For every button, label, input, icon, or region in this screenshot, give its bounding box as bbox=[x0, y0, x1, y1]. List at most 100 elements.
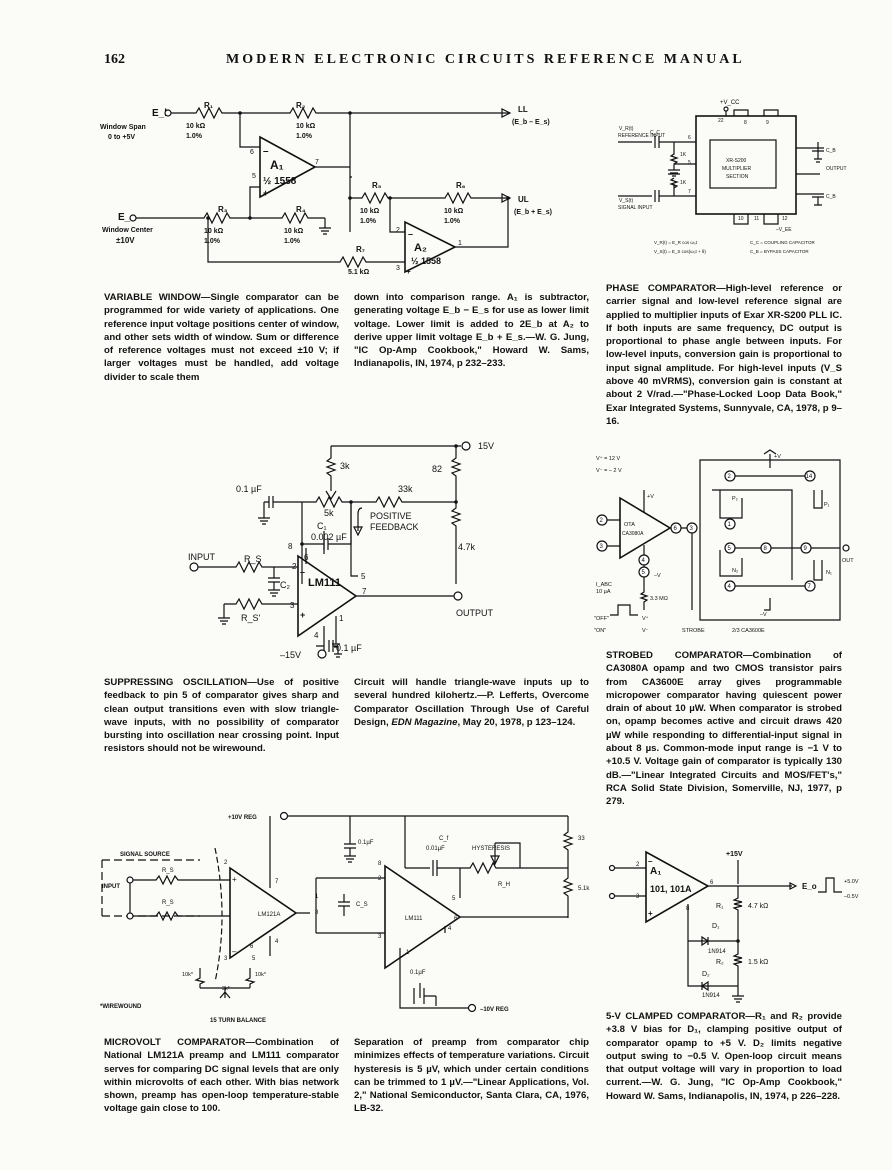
svg-text:I_ABC: I_ABC bbox=[596, 582, 612, 588]
running-title: MODERN ELECTRONIC CIRCUITS REFERENCE MAN… bbox=[226, 52, 745, 67]
svg-text:V_R(t): V_R(t) bbox=[619, 126, 634, 132]
svg-text:8: 8 bbox=[315, 910, 319, 916]
svg-text:+: + bbox=[263, 188, 268, 198]
clamped-comparator-body: —R₁ and R₂ provide +3.8 V bias for D₁, c… bbox=[606, 1011, 842, 1102]
svg-text:V_S(t): V_S(t) bbox=[619, 198, 634, 204]
svg-text:82: 82 bbox=[432, 464, 442, 474]
microvolt-comparator-schematic: +10V REG 33 5.1k 0.1µF C_f 0.01µF HYSTER… bbox=[100, 811, 590, 1024]
svg-text:10 kΩ: 10 kΩ bbox=[204, 228, 224, 235]
svg-text:2: 2 bbox=[224, 860, 228, 866]
svg-text:6: 6 bbox=[688, 135, 691, 141]
svg-text:2: 2 bbox=[728, 474, 732, 480]
svg-text:1.0%: 1.0% bbox=[284, 238, 301, 245]
svg-text:R_S: R_S bbox=[162, 868, 174, 874]
variable-window-body: —Single comparator can be programmed for… bbox=[104, 292, 339, 383]
svg-text:5: 5 bbox=[452, 896, 456, 902]
svg-text:10 kΩ: 10 kΩ bbox=[444, 208, 464, 215]
svg-text:2k*: 2k* bbox=[222, 986, 231, 992]
svg-text:C_S: C_S bbox=[356, 902, 368, 908]
svg-text:0.1µF: 0.1µF bbox=[410, 970, 426, 976]
svg-text:+5.0V: +5.0V bbox=[844, 879, 859, 885]
microvolt-comparator-body-cont: Separation of preamp from comparator chi… bbox=[354, 1037, 589, 1115]
svg-text:R₅: R₅ bbox=[372, 181, 382, 190]
svg-text:–10V REG: –10V REG bbox=[480, 1007, 509, 1013]
svg-text:5.1 kΩ: 5.1 kΩ bbox=[348, 269, 370, 276]
variable-window-title: VARIABLE WINDOW bbox=[104, 292, 201, 303]
svg-text:1K: 1K bbox=[680, 180, 687, 186]
svg-text:12: 12 bbox=[782, 216, 788, 222]
svg-text:5: 5 bbox=[252, 956, 256, 962]
svg-text:22: 22 bbox=[718, 118, 724, 124]
svg-text:1K: 1K bbox=[680, 152, 687, 158]
svg-text:V_S(t) = E_S cos(ω₀t + θ): V_S(t) = E_S cos(ω₀t + θ) bbox=[654, 249, 706, 254]
variable-window-schematic: E_b Window Span 0 to +5V R₁ R₂ 10 kΩ 1.0… bbox=[100, 101, 552, 276]
svg-text:R₂: R₂ bbox=[296, 101, 306, 110]
svg-text:10 kΩ: 10 kΩ bbox=[360, 208, 380, 215]
svg-text:3: 3 bbox=[224, 956, 228, 962]
svg-text:UL: UL bbox=[518, 195, 529, 204]
svg-text:V⁺ = 12 V: V⁺ = 12 V bbox=[596, 455, 620, 462]
svg-text:1.0%: 1.0% bbox=[444, 218, 461, 225]
svg-text:10k*: 10k* bbox=[255, 972, 267, 978]
svg-text:V⁻ = – 2 V: V⁻ = – 2 V bbox=[596, 468, 622, 474]
svg-text:±10V: ±10V bbox=[116, 236, 135, 245]
svg-text:A₁: A₁ bbox=[270, 158, 284, 172]
svg-text:LM111: LM111 bbox=[308, 577, 341, 589]
svg-text:3.3 MΩ: 3.3 MΩ bbox=[650, 596, 668, 602]
svg-text:3: 3 bbox=[636, 894, 640, 900]
svg-text:E_s: E_s bbox=[118, 212, 136, 223]
svg-text:101, 101A: 101, 101A bbox=[650, 884, 692, 894]
svg-text:0.1µF: 0.1µF bbox=[358, 840, 374, 846]
svg-text:XR-S200: XR-S200 bbox=[726, 158, 747, 164]
svg-text:3: 3 bbox=[290, 601, 295, 610]
svg-text:N₁: N₁ bbox=[826, 570, 832, 576]
svg-text:R₇: R₇ bbox=[356, 245, 365, 254]
strobed-comparator-caption: STROBED COMPARATOR—Combination of CA3080… bbox=[606, 649, 842, 809]
svg-text:10 kΩ: 10 kΩ bbox=[186, 123, 206, 130]
svg-text:2: 2 bbox=[396, 227, 400, 234]
svg-text:1: 1 bbox=[406, 950, 410, 956]
svg-text:C_C: C_C bbox=[650, 130, 660, 136]
svg-text:R₁: R₁ bbox=[204, 101, 214, 110]
svg-text:5.1k: 5.1k bbox=[578, 886, 590, 892]
svg-text:–: – bbox=[648, 857, 653, 866]
svg-text:+: + bbox=[300, 610, 305, 620]
svg-text:R₂: R₂ bbox=[716, 959, 724, 966]
clamped-comparator-title: 5-V CLAMPED COMPARATOR bbox=[606, 1011, 746, 1022]
edn-magazine-citation: EDN Magazine bbox=[391, 716, 458, 728]
svg-text:FEEDBACK: FEEDBACK bbox=[370, 522, 419, 532]
svg-text:14: 14 bbox=[806, 474, 813, 480]
svg-text:1.0%: 1.0% bbox=[296, 133, 313, 140]
svg-text:1.5 kΩ: 1.5 kΩ bbox=[748, 959, 768, 966]
svg-text:5: 5 bbox=[361, 572, 366, 581]
svg-text:8: 8 bbox=[744, 120, 747, 126]
svg-text:1: 1 bbox=[339, 614, 344, 623]
svg-text:5: 5 bbox=[642, 570, 646, 576]
svg-text:0 to +5V: 0 to +5V bbox=[108, 134, 135, 141]
suppressing-oscillation-body: —Use of positive feedback to pin 5 of co… bbox=[104, 677, 339, 755]
svg-text:+: + bbox=[406, 267, 411, 276]
svg-text:OUTPUT: OUTPUT bbox=[456, 608, 494, 618]
svg-text:R_S: R_S bbox=[244, 554, 262, 564]
svg-text:N₂: N₂ bbox=[732, 568, 738, 574]
svg-text:CA3080A: CA3080A bbox=[622, 531, 644, 537]
svg-text:"OFF": "OFF" bbox=[594, 616, 609, 622]
variable-window-caption-col1: VARIABLE WINDOW—Single comparator can be… bbox=[104, 291, 339, 384]
svg-text:5: 5 bbox=[728, 546, 732, 552]
svg-text:C_f: C_f bbox=[439, 836, 449, 842]
svg-text:HYSTERESIS: HYSTERESIS bbox=[472, 846, 510, 852]
svg-text:+V: +V bbox=[647, 494, 654, 500]
svg-text:(E_b – E_s): (E_b – E_s) bbox=[512, 119, 550, 126]
svg-text:E_o: E_o bbox=[802, 882, 817, 891]
svg-text:E_b: E_b bbox=[152, 108, 170, 119]
svg-text:POSITIVE: POSITIVE bbox=[370, 511, 412, 521]
svg-text:0.1 µF: 0.1 µF bbox=[336, 643, 362, 653]
svg-text:C₂: C₂ bbox=[280, 580, 290, 590]
svg-text:6: 6 bbox=[674, 526, 678, 532]
svg-text:33: 33 bbox=[578, 836, 585, 842]
svg-text:STROBE: STROBE bbox=[682, 628, 705, 634]
svg-text:4: 4 bbox=[448, 926, 452, 932]
svg-text:LM111: LM111 bbox=[405, 916, 423, 922]
svg-text:P₂: P₂ bbox=[732, 496, 738, 502]
svg-text:10 kΩ: 10 kΩ bbox=[296, 123, 316, 130]
